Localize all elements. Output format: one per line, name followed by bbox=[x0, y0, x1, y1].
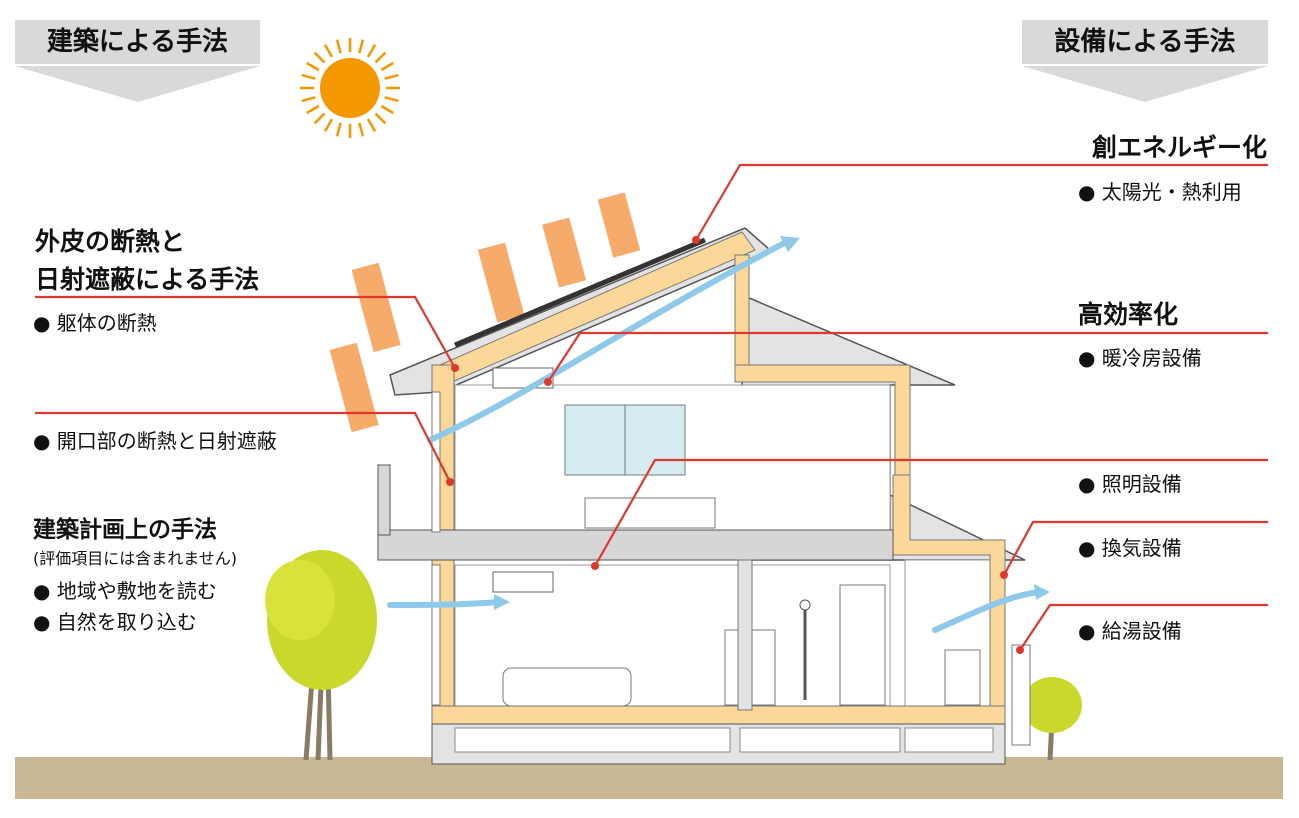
sun-ray bbox=[323, 118, 334, 132]
sun-ray bbox=[313, 51, 326, 64]
sun-ray bbox=[335, 122, 342, 137]
sun-ray bbox=[380, 61, 394, 72]
planning-note: (評価項目には含まれません) bbox=[33, 549, 238, 568]
sun-ray bbox=[323, 44, 334, 58]
sunlight-rays-icon bbox=[329, 192, 641, 433]
planning-title: 建築計画上の手法 bbox=[33, 517, 217, 543]
item-opening-insulation: ● 開口部の断熱と日射遮蔽 bbox=[33, 429, 277, 453]
sun-ray bbox=[335, 39, 342, 54]
sun-ray bbox=[384, 73, 399, 80]
sun-ray bbox=[306, 104, 320, 115]
left-banner-arrow bbox=[15, 66, 260, 102]
item-frame-insulation: ● 躯体の断熱 bbox=[33, 311, 157, 335]
item-hvac: ● 暖冷房設備 bbox=[1078, 346, 1202, 370]
item-lighting: ● 照明設備 bbox=[1078, 472, 1182, 496]
airflow-arrows bbox=[387, 237, 1043, 633]
efficiency-title: 高効率化 bbox=[1078, 300, 1179, 329]
sun-ray bbox=[384, 96, 399, 103]
sun-icon bbox=[300, 38, 400, 138]
sun-ray bbox=[366, 44, 377, 58]
energy-creation-title: 創エネルギー化 bbox=[1091, 133, 1267, 162]
sun-ray bbox=[374, 51, 387, 64]
leader-dots bbox=[446, 236, 1024, 654]
envelope-title-line1: 外皮の断熱と bbox=[35, 227, 186, 256]
item-solar: ● 太陽光・熱利用 bbox=[1078, 180, 1242, 204]
sun-ray bbox=[313, 112, 326, 125]
envelope-title-line2: 日射遮蔽による手法 bbox=[35, 265, 260, 294]
leader-lines bbox=[35, 163, 1268, 651]
banner-equipment-methods: 設備による手法 bbox=[1022, 20, 1268, 64]
item-read-site: ● 地域や敷地を読む bbox=[33, 579, 217, 603]
item-nature: ● 自然を取り込む bbox=[33, 610, 197, 634]
sun-ray bbox=[358, 122, 365, 137]
item-ventilation: ● 換気設備 bbox=[1078, 536, 1182, 560]
item-hot-water: ● 給湯設備 bbox=[1078, 619, 1182, 643]
banner-architecture-methods: 建築による手法 bbox=[15, 20, 260, 64]
airflow-arrowheads bbox=[494, 236, 1050, 610]
sun-ray bbox=[301, 96, 316, 103]
sun-ray bbox=[374, 112, 387, 125]
tree-right bbox=[1022, 677, 1082, 761]
sun-ray bbox=[380, 104, 394, 115]
sun-ray bbox=[301, 73, 316, 80]
house bbox=[377, 227, 1031, 765]
tree-left bbox=[265, 550, 377, 761]
sun-ray bbox=[366, 118, 377, 132]
right-banner-arrow bbox=[1022, 66, 1268, 102]
sun-ray bbox=[358, 39, 365, 54]
sun-ray bbox=[306, 61, 320, 72]
